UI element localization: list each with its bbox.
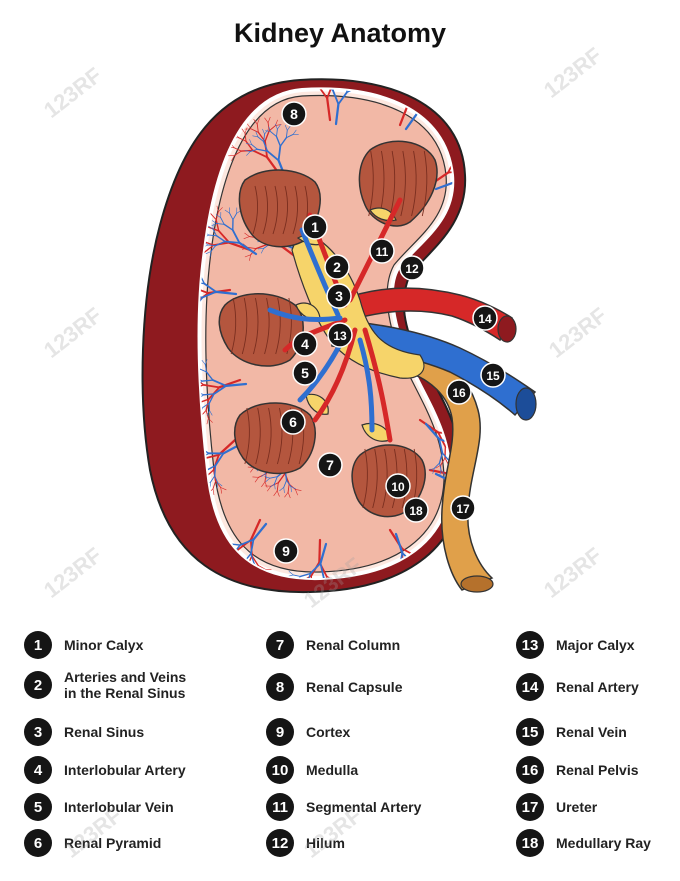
legend-number-badge: 8	[266, 673, 294, 701]
diagram-marker-number: 1	[311, 219, 319, 235]
diagram-marker-4: 4	[292, 331, 318, 357]
legend-item-7: 7 Renal Column	[266, 625, 400, 665]
legend-item-15: 15 Renal Vein	[516, 712, 627, 752]
legend-item-9: 9 Cortex	[266, 712, 350, 752]
diagram-marker-10: 10	[385, 473, 411, 499]
diagram-marker-14: 14	[472, 305, 498, 331]
legend-number-badge: 17	[516, 793, 544, 821]
legend-number-badge: 5	[24, 793, 52, 821]
diagram-marker-8: 8	[281, 101, 307, 127]
diagram-marker-number: 12	[405, 262, 419, 276]
legend-item-17: 17 Ureter	[516, 787, 597, 827]
diagram-marker-2: 2	[324, 254, 350, 280]
legend-item-14: 14 Renal Artery	[516, 667, 639, 707]
legend-item-18: 18 Medullary Ray	[516, 823, 651, 863]
legend-item-1: 1 Minor Calyx	[24, 625, 143, 665]
legend-label: Renal Artery	[556, 679, 639, 695]
diagram-marker-7: 7	[317, 452, 343, 478]
diagram-marker-number: 2	[333, 259, 341, 275]
legend-label: Minor Calyx	[64, 637, 144, 653]
legend-label: Interlobular Vein	[64, 799, 174, 815]
diagram-marker-6: 6	[280, 409, 306, 435]
diagram-marker-number: 16	[452, 386, 466, 400]
legend-label: Renal Vein	[556, 724, 627, 740]
legend-number-badge: 3	[24, 718, 52, 746]
diagram-marker-number: 8	[290, 106, 298, 122]
legend-label: Interlobular Artery	[64, 762, 186, 778]
diagram-marker-5: 5	[292, 360, 318, 386]
legend-label: Medulla	[306, 762, 359, 778]
diagram-marker-number: 15	[486, 369, 500, 383]
diagram-marker-number: 7	[326, 457, 334, 473]
diagram-marker-number: 14	[478, 312, 492, 326]
legend-item-10: 10 Medulla	[266, 750, 358, 790]
diagram-title: Kidney Anatomy	[233, 18, 447, 48]
legend-number-badge: 9	[266, 718, 294, 746]
legend-item-3: 3 Renal Sinus	[24, 712, 144, 752]
legend-number-badge: 1	[24, 631, 52, 659]
legend-number-badge: 7	[266, 631, 294, 659]
diagram-marker-16: 16	[446, 379, 472, 405]
legend-item-16: 16 Renal Pelvis	[516, 750, 639, 790]
diagram-marker-number: 11	[376, 245, 389, 259]
legend-label: Major Calyx	[556, 637, 635, 653]
legend-label: Cortex	[306, 724, 351, 740]
legend-number-badge: 4	[24, 756, 52, 784]
legend-number-badge: 14	[516, 673, 544, 701]
legend-label: Segmental Artery	[306, 799, 422, 815]
diagram-marker-18: 18	[403, 497, 429, 523]
legend-number-badge: 15	[516, 718, 544, 746]
legend-number-badge: 18	[516, 829, 544, 857]
diagram-marker-number: 5	[301, 365, 309, 381]
diagram-marker-number: 4	[301, 336, 309, 352]
legend-item-4: 4 Interlobular Artery	[24, 750, 186, 790]
legend-number-badge: 6	[24, 829, 52, 857]
legend-number-badge: 12	[266, 829, 294, 857]
legend-label: Renal Pelvis	[556, 762, 639, 778]
diagram-marker-9: 9	[273, 538, 299, 564]
diagram-marker-13: 13	[327, 322, 353, 348]
legend-item-5: 5 Interlobular Vein	[24, 787, 174, 827]
legend-label: Renal Sinus	[64, 724, 145, 740]
diagram-marker-number: 6	[289, 414, 297, 430]
legend-number-badge: 13	[516, 631, 544, 659]
legend-item-13: 13 Major Calyx	[516, 625, 635, 665]
diagram-marker-12: 12	[399, 255, 425, 281]
legend-item-11: 11 Segmental Artery	[266, 787, 421, 827]
diagram-marker-15: 15	[480, 362, 506, 388]
legend-item-6: 6 Renal Pyramid	[24, 823, 161, 863]
diagram-marker-number: 18	[409, 504, 423, 518]
legend-item-12: 12 Hilum	[266, 823, 345, 863]
legend-label: Renal Column	[306, 637, 401, 653]
diagram-marker-number: 17	[456, 502, 470, 516]
renal-pyramids	[218, 140, 438, 518]
diagram-marker-3: 3	[326, 283, 352, 309]
diagram-marker-number: 13	[333, 329, 347, 343]
legend-label: Renal Pyramid	[64, 835, 162, 851]
legend-number-badge: 10	[266, 756, 294, 784]
legend-number-badge: 16	[516, 756, 544, 784]
legend-label: Hilum	[306, 835, 345, 851]
legend-label: Ureter	[556, 799, 598, 815]
legend-label: Renal Capsule	[306, 679, 403, 695]
diagram-marker-number: 10	[391, 480, 405, 494]
legend-item-8: 8 Renal Capsule	[266, 667, 402, 707]
diagram-marker-number: 9	[282, 543, 290, 559]
diagram-marker-1: 1	[302, 214, 328, 240]
diagram-marker-number: 3	[335, 288, 343, 304]
legend-label: Medullary Ray	[556, 835, 651, 851]
diagram-marker-11: 11	[369, 238, 395, 264]
diagram-marker-17: 17	[450, 495, 476, 521]
legend-number-badge: 11	[266, 793, 294, 821]
legend-number-badge: 2	[24, 671, 52, 699]
